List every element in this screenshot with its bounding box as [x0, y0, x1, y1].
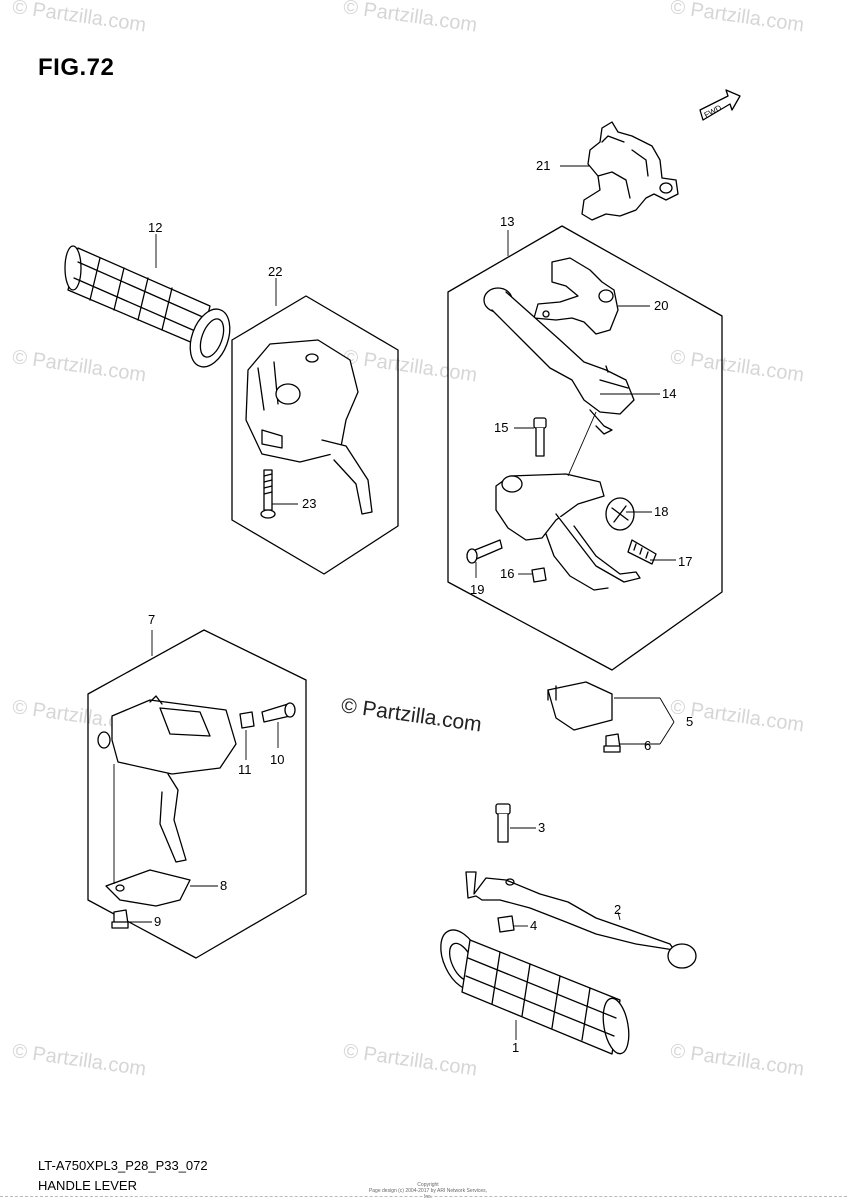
callout-5: 5: [686, 714, 693, 729]
part-5-switch: [547, 681, 613, 731]
copyright-note: Copyright Page design (c) 2004-2017 by A…: [368, 1182, 488, 1200]
part-14-lever: [483, 287, 635, 435]
leader-lines: [113, 165, 676, 1040]
callout-17: 17: [678, 554, 692, 569]
callout-8: 8: [220, 878, 227, 893]
part-16-nut: [531, 567, 547, 583]
callout-23: 23: [302, 496, 316, 511]
callout-3: 3: [538, 820, 545, 835]
part-18-cap: [605, 497, 635, 531]
part-3-pin: [495, 803, 511, 843]
part-8-cover: [105, 869, 191, 907]
part-22-box: [231, 295, 399, 575]
part-15-pin: [533, 417, 547, 457]
callout-11: 11: [238, 762, 252, 777]
callout-10: 10: [270, 752, 284, 767]
part-19-bolt: [466, 539, 503, 564]
callout-2: 2: [614, 902, 621, 917]
part-23-screw: [260, 469, 276, 519]
part-13-master-cylinder: [495, 473, 641, 591]
callout-19: 19: [470, 582, 484, 597]
callout-9: 9: [154, 914, 161, 929]
callout-16: 16: [500, 566, 514, 581]
bottom-divider: [0, 1196, 847, 1197]
part-20-bracket: [533, 257, 619, 335]
callout-15: 15: [494, 420, 508, 435]
part-1-grip: [440, 929, 630, 1055]
part-10-bolt: [261, 702, 296, 723]
part-21-holder: [581, 121, 679, 221]
part-17-screw: [627, 539, 657, 565]
callout-7: 7: [148, 612, 155, 627]
part-2-lever: [465, 871, 697, 969]
part-11-nut: [239, 711, 255, 729]
copyright-line-1: Copyright: [417, 1182, 439, 1188]
part-6-screw: [603, 733, 621, 753]
callout-1: 1: [512, 1040, 519, 1055]
callout-18: 18: [654, 504, 668, 519]
figure-title: FIG.72: [38, 54, 115, 81]
part-12-grip: [64, 245, 231, 368]
figure-caption: HANDLE LEVER: [38, 1178, 137, 1193]
callout-14: 14: [662, 386, 676, 401]
callout-21: 21: [536, 158, 550, 173]
figure-code: LT-A750XPL3_P28_P33_072: [38, 1158, 208, 1173]
part-7-throttle-housing: [97, 695, 237, 863]
part-9-screw: [111, 909, 129, 929]
callout-4: 4: [530, 918, 537, 933]
callout-20: 20: [654, 298, 668, 313]
callout-6: 6: [644, 738, 651, 753]
part-4-nut: [497, 915, 515, 933]
part-22-switch: [245, 339, 373, 515]
part-7-box: [87, 629, 307, 959]
callout-12: 12: [148, 220, 162, 235]
fwd-arrow-icon: [699, 89, 741, 121]
part-13-box: [447, 225, 723, 671]
callout-13: 13: [500, 214, 514, 229]
callout-22: 22: [268, 264, 282, 279]
copyright-line-2: Page design (c) 2004-2017 by ARI Network…: [368, 1188, 488, 1200]
callouts: 1 2 3 4 5 6 7 8 9 10 11 12 13 14 15 16 1…: [148, 158, 693, 1055]
